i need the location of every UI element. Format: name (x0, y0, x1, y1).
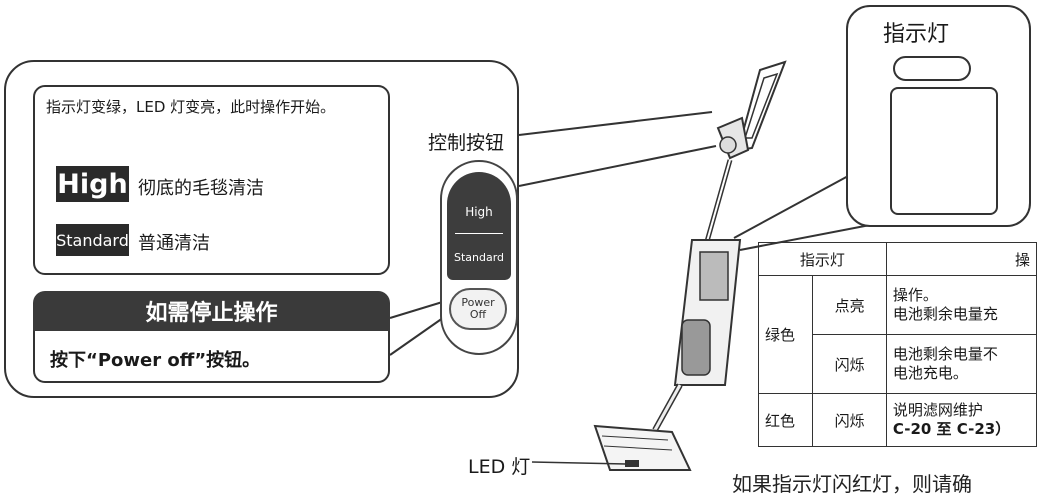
led-light-label: LED 灯 (468, 456, 531, 478)
stop-operation-box (33, 331, 390, 383)
table-row-color: 绿色 (757, 275, 814, 394)
table-row-desc: 电池剩余电量不电池充电。 (885, 334, 1037, 394)
indicator-states-box (890, 87, 998, 215)
high-mode-badge: High (56, 166, 129, 202)
indicator-title: 指示灯 (883, 22, 950, 47)
indicator-status-table: 指示灯 操 绿色 点亮 操作。电池剩余电量充 闪烁 电池剩余电量不电池充电。 红… (757, 242, 1037, 447)
control-standard-label: Standard (453, 251, 505, 264)
standard-mode-badge: Standard (56, 224, 129, 256)
power-label: Power (461, 296, 495, 309)
vacuum-illustration (593, 60, 787, 471)
stop-operation-instruction: 按下“Power off”按钮。 (50, 350, 261, 371)
operation-callout-panel (4, 60, 519, 398)
table-row-state: 闪烁 (812, 334, 887, 394)
control-high-label: High (465, 205, 493, 219)
table-row-state: 闪烁 (812, 393, 887, 447)
indicator-lamp (893, 56, 971, 81)
mode-info-box (33, 85, 390, 275)
indicator-callout-panel (846, 5, 1031, 227)
standard-mode-description: 普通清洁 (138, 233, 210, 254)
table-header-indicator: 指示灯 (758, 242, 887, 276)
table-row-state: 点亮 (812, 275, 887, 335)
off-label: Off (469, 308, 487, 321)
high-mode-description: 彻底的毛毯清洁 (138, 178, 264, 199)
bottom-note-text: 如果指示灯闪红灯，则请确 (732, 472, 972, 496)
control-divider (455, 233, 503, 234)
intro-text: 指示灯变绿，LED 灯变亮，此时操作开始。 (46, 98, 336, 116)
mode-switch-button (447, 172, 511, 280)
control-button-label: 控制按钮 (428, 132, 505, 154)
table-header-operation: 操 (885, 242, 1037, 276)
table-row-color: 红色 (757, 393, 814, 447)
table-row-desc: 操作。电池剩余电量充 (885, 275, 1037, 335)
stop-operation-title: 如需停止操作 (33, 291, 390, 331)
power-off-button: Power Off (449, 288, 507, 330)
